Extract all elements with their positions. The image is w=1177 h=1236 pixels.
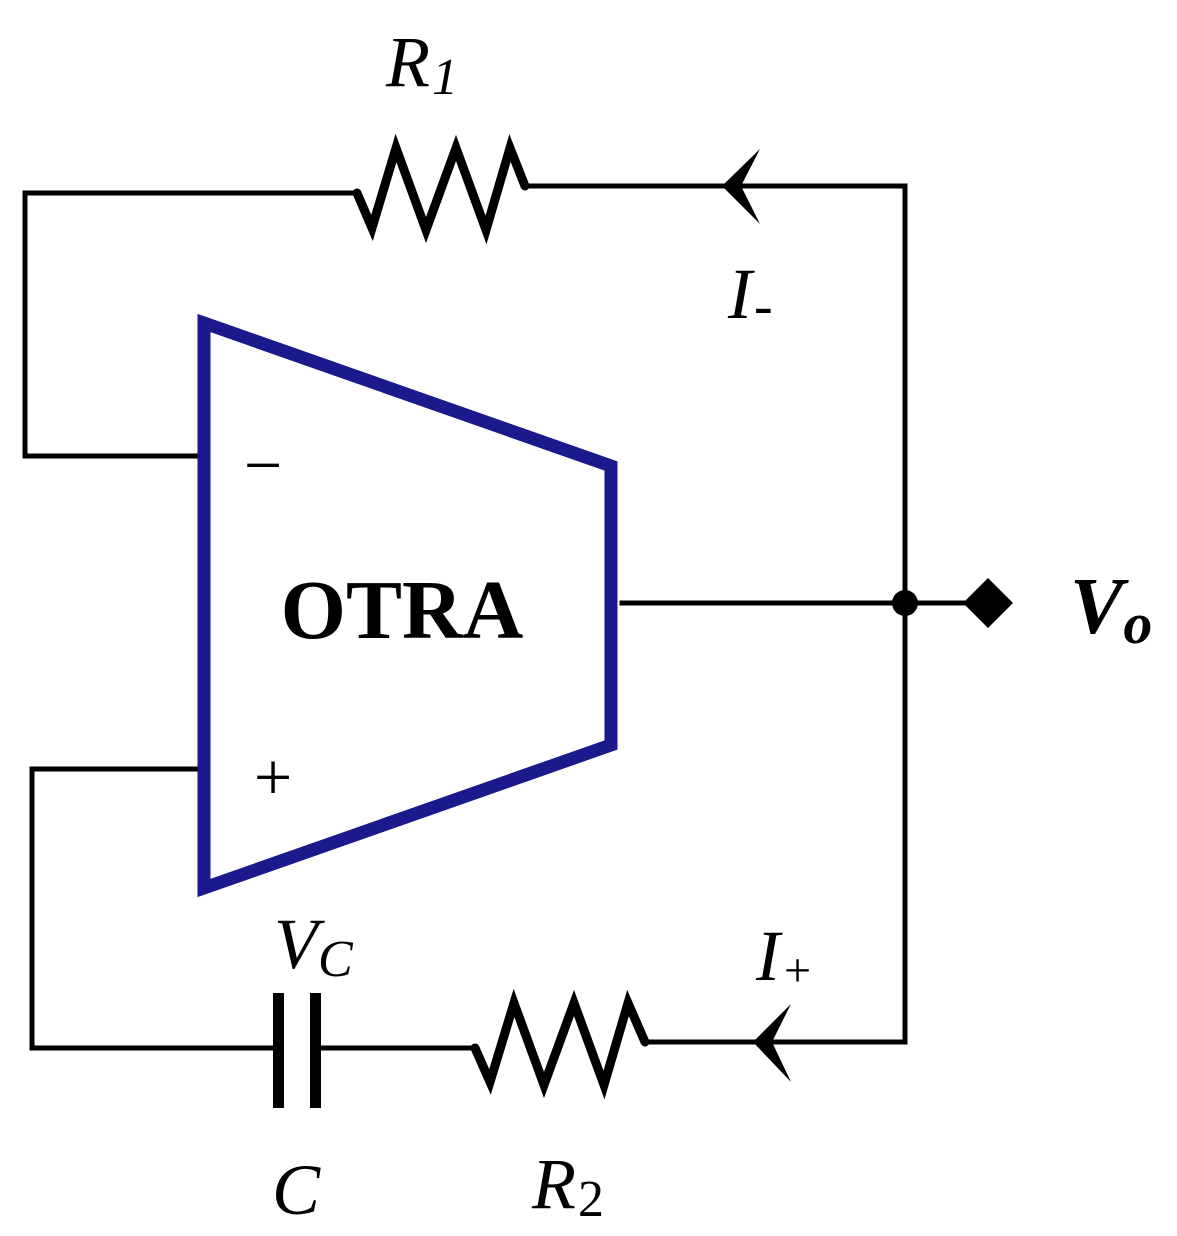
i-plus-letter: I bbox=[755, 916, 783, 996]
capacitor-c bbox=[273, 993, 321, 1108]
i-minus-letter: I bbox=[727, 254, 755, 334]
vo-label: Vo bbox=[1070, 563, 1152, 656]
i-plus-subscript: + bbox=[784, 944, 811, 997]
vc-letter: V bbox=[274, 904, 325, 984]
junction-dot bbox=[892, 590, 918, 616]
output-terminal-diamond-icon bbox=[963, 578, 1013, 628]
resistor-r2 bbox=[470, 988, 650, 1100]
r2-subscript: 2 bbox=[578, 1171, 604, 1228]
r2-letter: R bbox=[531, 1144, 576, 1224]
c-label: C bbox=[272, 1150, 321, 1230]
r1-label: R1 bbox=[385, 22, 458, 106]
inverting-input-sign: − bbox=[244, 427, 282, 503]
otra-label: OTRA bbox=[281, 564, 524, 657]
r1-subscript: 1 bbox=[432, 49, 458, 106]
wire-noninverting-to-capacitor bbox=[29, 766, 279, 1051]
i-minus-subscript: - bbox=[754, 275, 773, 337]
otra-amplifier-body bbox=[197, 313, 618, 898]
r2-label: R2 bbox=[531, 1144, 604, 1228]
vo-letter: V bbox=[1070, 563, 1129, 651]
i-minus-label: I- bbox=[727, 254, 773, 337]
i-plus-label: I+ bbox=[755, 916, 811, 997]
capacitor-plate-left bbox=[273, 993, 284, 1108]
arrow-i-plus-icon bbox=[753, 1004, 791, 1082]
vc-subscript: C bbox=[318, 931, 354, 988]
vc-label: VC bbox=[274, 904, 354, 988]
wire-r1-to-inverting-input bbox=[22, 190, 360, 459]
r1-letter: R bbox=[385, 22, 430, 102]
wire-r1-to-output bbox=[522, 183, 908, 1045]
capacitor-plate-right bbox=[310, 993, 321, 1108]
noninverting-input-sign: + bbox=[254, 739, 292, 815]
resistor-r1 bbox=[352, 133, 530, 245]
vo-subscript: o bbox=[1123, 591, 1152, 656]
arrow-i-minus-icon bbox=[722, 149, 760, 224]
